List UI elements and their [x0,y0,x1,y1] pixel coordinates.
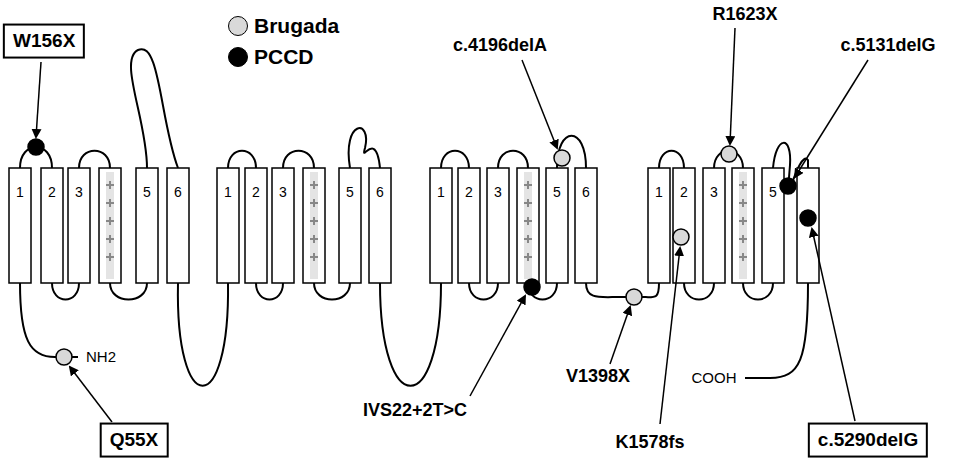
legend-text: Brugada [254,14,339,38]
segment-number: 1 [437,185,445,200]
segment-number: 5 [143,185,151,200]
mutation-dots [28,139,816,365]
mutation-box: W156X [3,24,85,59]
segment-number: 2 [252,185,260,200]
legend-text: PCCD [254,45,314,69]
mutation-label: COOH [692,370,737,387]
mutation-label: R1623X [710,5,779,25]
segment-number: 6 [174,185,182,200]
mutation-label: W156X [13,31,75,52]
leader-arrows [36,28,868,424]
mutation-label: Q55X [110,430,159,451]
segment-number: 5 [346,185,354,200]
segment-number: 1 [655,185,663,200]
mutation-label: c.5131delG [838,36,937,56]
segment-number: 5 [769,185,777,200]
segment-number: 6 [582,185,590,200]
transmembrane-segments [9,168,819,283]
segment-number: 2 [48,185,56,200]
segment-number: 2 [465,185,473,200]
mutation-label: c.4196delA [451,36,549,56]
s4-charges [106,172,747,279]
segment-number: 6 [376,185,384,200]
segment-number: 3 [710,185,718,200]
segment-number: 3 [75,185,83,200]
mutation-label: NH2 [86,349,116,366]
segment-number: 1 [16,185,24,200]
mutation-label: V1398X [564,367,632,387]
mutation-label: K1578fs [613,433,686,453]
mutation-box: c.5290delG [808,423,928,458]
segment-number: 5 [553,185,561,200]
segment-number: 3 [494,185,502,200]
legend-swatch [228,47,248,67]
loops [20,49,808,386]
segment-number: 3 [279,185,287,200]
segment-number: 2 [680,185,688,200]
legend-swatch [228,16,248,36]
segment-number: 1 [224,185,232,200]
mutation-label: IVS22+2T>C [361,401,469,421]
mutation-box: Q55X [100,423,169,458]
mutation-label: c.5290delG [818,430,918,451]
